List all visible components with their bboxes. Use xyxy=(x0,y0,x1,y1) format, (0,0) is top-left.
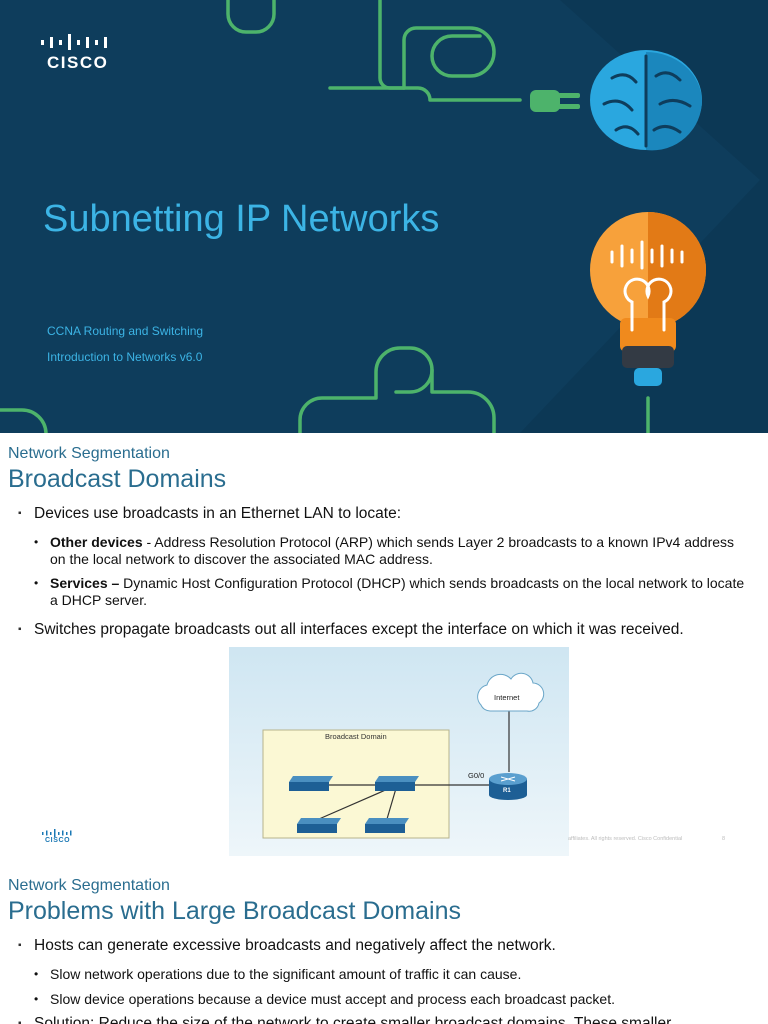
sub-bullet-item: • Other devices - Address Resolution Pro… xyxy=(34,534,735,567)
topology-graphic xyxy=(229,647,569,856)
slide-large-broadcast-domains: Network Segmentation Problems with Large… xyxy=(0,863,768,1024)
sub-bullet-bold: Other devices xyxy=(50,534,143,550)
internet-cloud-label: Internet xyxy=(494,693,520,702)
cisco-logo: CISCO xyxy=(40,34,110,74)
course-name: CCNA Routing and Switching xyxy=(47,324,204,338)
section-label: Network Segmentation xyxy=(8,877,170,894)
cisco-bars-icon xyxy=(41,34,107,50)
broadcast-domain-diagram: Broadcast Domain Internet G0/0 R1 xyxy=(229,647,569,856)
title-slide: CISCO Subnetting IP Networks CCNA Routin… xyxy=(0,0,768,433)
bullet-square-icon: ▪ xyxy=(18,624,22,636)
router-label: R1 xyxy=(503,788,511,794)
cisco-logo-small-text: CISCO xyxy=(45,837,71,844)
interface-label: G0/0 xyxy=(468,771,485,780)
bullet-item: ▪Devices use broadcasts in an Ethernet L… xyxy=(18,505,402,522)
router-icon xyxy=(489,773,527,800)
section-label: Network Segmentation xyxy=(8,445,170,462)
switch-icon xyxy=(365,818,409,833)
bullet-dot-icon: • xyxy=(34,992,39,1006)
footer-copyright: affiliates. All rights reserved. Cisco C… xyxy=(568,836,683,842)
slide-title: Broadcast Domains xyxy=(8,465,227,493)
sub-bullet-item: • Slow network operations due to the sig… xyxy=(34,966,522,982)
cisco-bars-icon xyxy=(42,829,72,837)
bullet-dot-icon: • xyxy=(34,576,39,590)
sub-bullet-item: • Slow device operations because a devic… xyxy=(34,991,615,1007)
cisco-logo-text: CISCO xyxy=(47,53,109,72)
bullet-item: ▪Switches propagate broadcasts out all i… xyxy=(18,621,684,638)
bullet-dot-icon: • xyxy=(34,967,39,981)
switch-icon xyxy=(289,776,333,791)
bullet-square-icon: ▪ xyxy=(18,1018,22,1024)
switch-icon xyxy=(375,776,419,791)
bullet-item: ▪Solution: Reduce the size of the networ… xyxy=(18,1015,671,1024)
course-version: Introduction to Networks v6.0 xyxy=(47,350,203,364)
sub-bullet-item: • Services – Dynamic Host Configuration … xyxy=(34,575,745,608)
bullet-square-icon: ▪ xyxy=(18,508,22,520)
sub-bullet-bold: Services – xyxy=(50,575,120,591)
cisco-logo-small: CISCO xyxy=(42,829,72,847)
switch-icon xyxy=(297,818,341,833)
slide-title: Problems with Large Broadcast Domains xyxy=(8,897,461,925)
bullet-square-icon: ▪ xyxy=(18,940,22,952)
page-number: 8 xyxy=(722,836,726,842)
broadcast-domain-label: Broadcast Domain xyxy=(325,732,387,741)
bullet-item: ▪Hosts can generate excessive broadcasts… xyxy=(18,937,556,954)
slide-broadcast-domains: Network Segmentation Broadcast Domains ▪… xyxy=(0,433,768,863)
bullet-dot-icon: • xyxy=(34,535,39,549)
title-background-graphics xyxy=(0,0,768,433)
presentation-title: Subnetting IP Networks xyxy=(43,198,440,240)
